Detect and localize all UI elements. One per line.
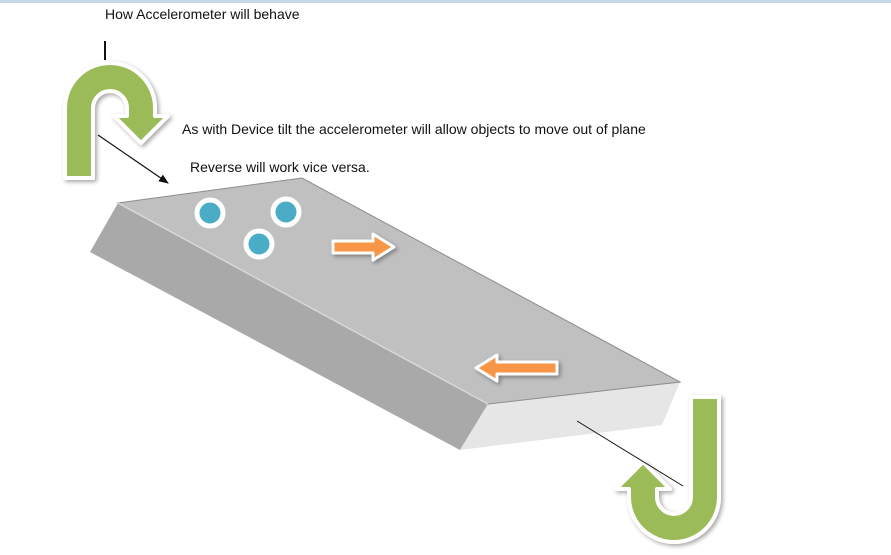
diagram-title: How Accelerometer will behave: [105, 6, 300, 22]
tilt-pointer-arrow: [97, 134, 169, 184]
device-slab: [90, 177, 682, 450]
ball: [243, 228, 275, 260]
device-side-face: [90, 203, 488, 450]
u-turn-arrow-up-icon: [614, 395, 721, 544]
device-end-face: [460, 382, 680, 450]
ball: [194, 197, 226, 229]
window-top-border: [0, 0, 891, 3]
arrow-left-icon: [474, 353, 559, 383]
reverse-connector-line: [576, 420, 684, 487]
device-edge-highlight: [117, 202, 489, 405]
tilt-caption: As with Device tilt the accelerometer wi…: [182, 121, 646, 137]
balls: [194, 196, 302, 260]
ball: [270, 196, 302, 228]
u-turn-arrow-down-icon: [63, 61, 170, 180]
arrow-right-icon: [331, 232, 396, 262]
text-cursor: [104, 41, 106, 60]
reverse-caption: Reverse will work vice versa.: [190, 159, 370, 175]
